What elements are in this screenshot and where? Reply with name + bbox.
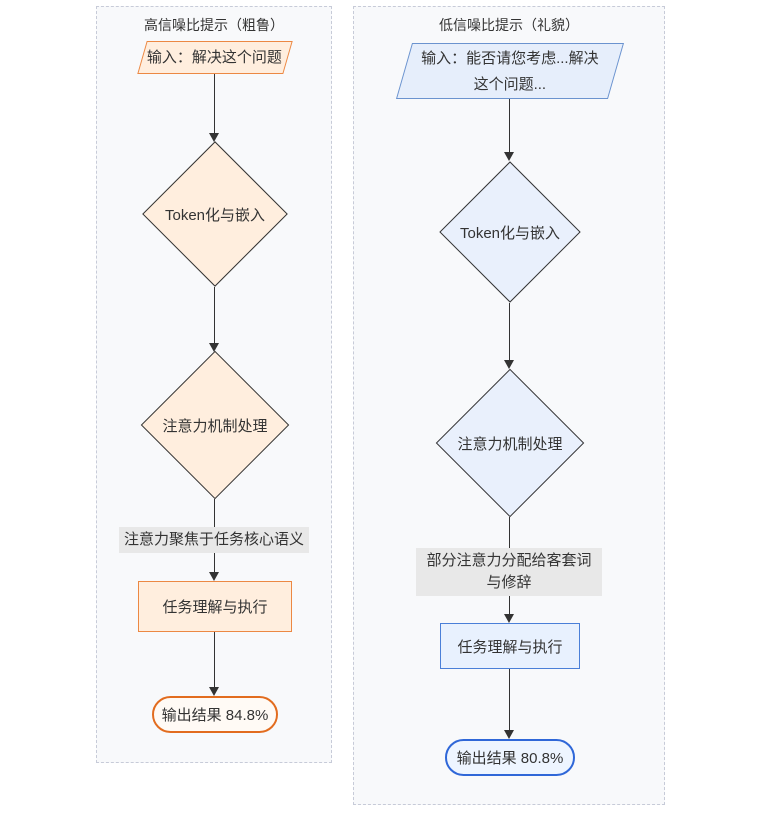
edge-label: 部分注意力分配给客套词与修辞	[416, 548, 602, 596]
node-label: 注意力机制处理	[457, 435, 563, 453]
flow-line	[214, 287, 215, 344]
attention-diamond: 注意力机制处理	[140, 350, 290, 500]
tokenize-diamond: Token化与嵌入	[439, 161, 581, 303]
arrowhead-icon	[504, 730, 514, 739]
input-parallelogram: 输入：解决这个问题	[137, 41, 293, 74]
flow-line	[214, 632, 215, 689]
task-execution-box: 任务理解与执行	[138, 581, 292, 632]
arrowhead-icon	[209, 343, 219, 352]
arrowhead-icon	[504, 360, 514, 369]
arrowhead-icon	[209, 572, 219, 581]
node-label: 输出结果 84.8%	[161, 707, 269, 724]
node-label: 输入：解决这个问题	[147, 48, 283, 66]
arrowhead-icon	[209, 687, 219, 696]
node-label: Token化与嵌入	[459, 224, 561, 242]
node-label: 注意力机制处理	[162, 417, 268, 435]
arrowhead-icon	[504, 614, 514, 623]
attention-diamond: 注意力机制处理	[435, 368, 585, 518]
input-parallelogram: 输入：能否请您考虑...解决这个问题...	[395, 43, 625, 99]
node-label: 输出结果 80.8%	[456, 750, 564, 767]
edge-label: 注意力聚焦于任务核心语义	[118, 527, 310, 553]
node-label: 任务理解与执行	[162, 599, 268, 616]
flow-line	[509, 669, 510, 732]
subgraph-rude-prompt: 高信噪比提示（粗鲁） 输入：解决这个问题 Token化与嵌入 注意力机制处理 注…	[96, 6, 332, 763]
subgraph-polite-prompt: 低信噪比提示（礼貌） 输入：能否请您考虑...解决这个问题... Token化与…	[353, 6, 665, 805]
node-label: 输入：能否请您考虑...解决这个问题...	[421, 49, 599, 93]
flow-line	[509, 303, 510, 362]
flow-line	[509, 99, 510, 154]
node-label: Token化与嵌入	[164, 206, 266, 224]
node-label: 任务理解与执行	[457, 638, 563, 656]
arrowhead-icon	[209, 133, 219, 142]
subgraph-title: 高信噪比提示（粗鲁）	[144, 17, 284, 33]
task-execution-box: 任务理解与执行	[440, 623, 580, 669]
output-stadium: 输出结果 80.8%	[445, 739, 575, 776]
output-stadium: 输出结果 84.8%	[152, 696, 278, 733]
flow-line	[214, 74, 215, 134]
arrowhead-icon	[504, 152, 514, 161]
tokenize-diamond: Token化与嵌入	[142, 141, 288, 287]
subgraph-title: 低信噪比提示（礼貌）	[439, 17, 579, 33]
